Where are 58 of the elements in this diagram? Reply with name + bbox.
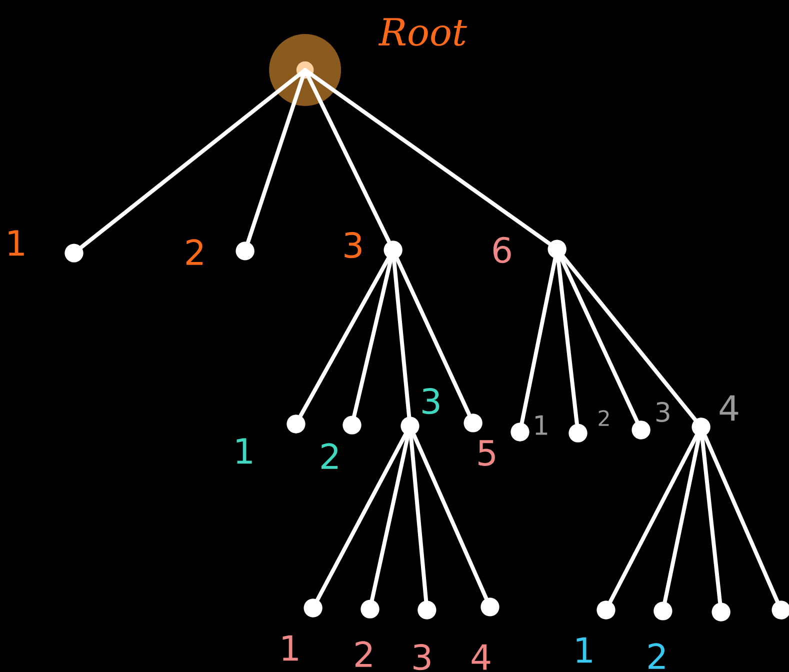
tree-node <box>286 414 306 434</box>
tree-node <box>342 416 362 434</box>
tree-branch <box>559 256 640 424</box>
node-label: 3 <box>656 402 670 422</box>
tree-branch <box>408 434 428 602</box>
node-label: 2 <box>186 239 202 265</box>
node-label: 2 <box>598 410 609 426</box>
node-label: 1 <box>8 230 24 256</box>
tree-node <box>548 240 566 258</box>
tree-node <box>236 242 254 260</box>
tree-node <box>418 600 436 620</box>
node-label: 1 <box>282 635 298 661</box>
tree-node <box>400 416 420 436</box>
tree-node <box>464 414 482 432</box>
tree-branch <box>700 434 722 604</box>
node-label: 6 <box>493 236 511 264</box>
node-label: 3 <box>344 232 362 258</box>
tree-node <box>772 600 789 620</box>
tree-node <box>596 600 616 620</box>
tree-node <box>654 602 672 620</box>
tree-branch <box>298 256 390 418</box>
tree-branch <box>303 68 552 246</box>
tree-branch <box>392 258 412 418</box>
node-label: 2 <box>322 443 338 469</box>
tree-branch <box>412 432 488 600</box>
tree-branch <box>561 254 698 422</box>
tree-node <box>64 244 84 262</box>
tree-node <box>360 600 380 618</box>
tree-branch <box>520 256 558 425</box>
root-node <box>269 34 342 106</box>
node-label: Root <box>378 18 468 46</box>
node-label: 3 <box>414 644 430 670</box>
tree-branch <box>395 256 472 416</box>
node-label: 1 <box>236 438 252 464</box>
node-label: 2 <box>356 641 372 667</box>
tree-branch <box>556 256 579 426</box>
tree-node <box>632 420 650 440</box>
node-label: 1 <box>576 637 592 663</box>
node-label: 5 <box>478 440 495 466</box>
tree-node <box>692 418 710 436</box>
node-label: 3 <box>422 388 440 414</box>
node-label: 2 <box>648 643 665 669</box>
tree-node <box>510 422 530 442</box>
tree-branch <box>370 433 410 602</box>
tree-branch <box>702 434 780 604</box>
tree-node <box>384 240 402 260</box>
tree-node <box>304 598 322 618</box>
tree-branch <box>608 433 699 604</box>
tree-branch <box>316 432 408 602</box>
tree-node <box>568 424 588 442</box>
tree-node <box>712 602 730 622</box>
tree-node <box>480 598 500 616</box>
node-label: 4 <box>720 395 738 421</box>
tree-branch <box>246 68 308 244</box>
node-label: 1 <box>536 415 548 435</box>
tree-branch <box>352 257 393 418</box>
node-label: 4 <box>472 644 490 670</box>
tree-branch <box>662 434 702 604</box>
